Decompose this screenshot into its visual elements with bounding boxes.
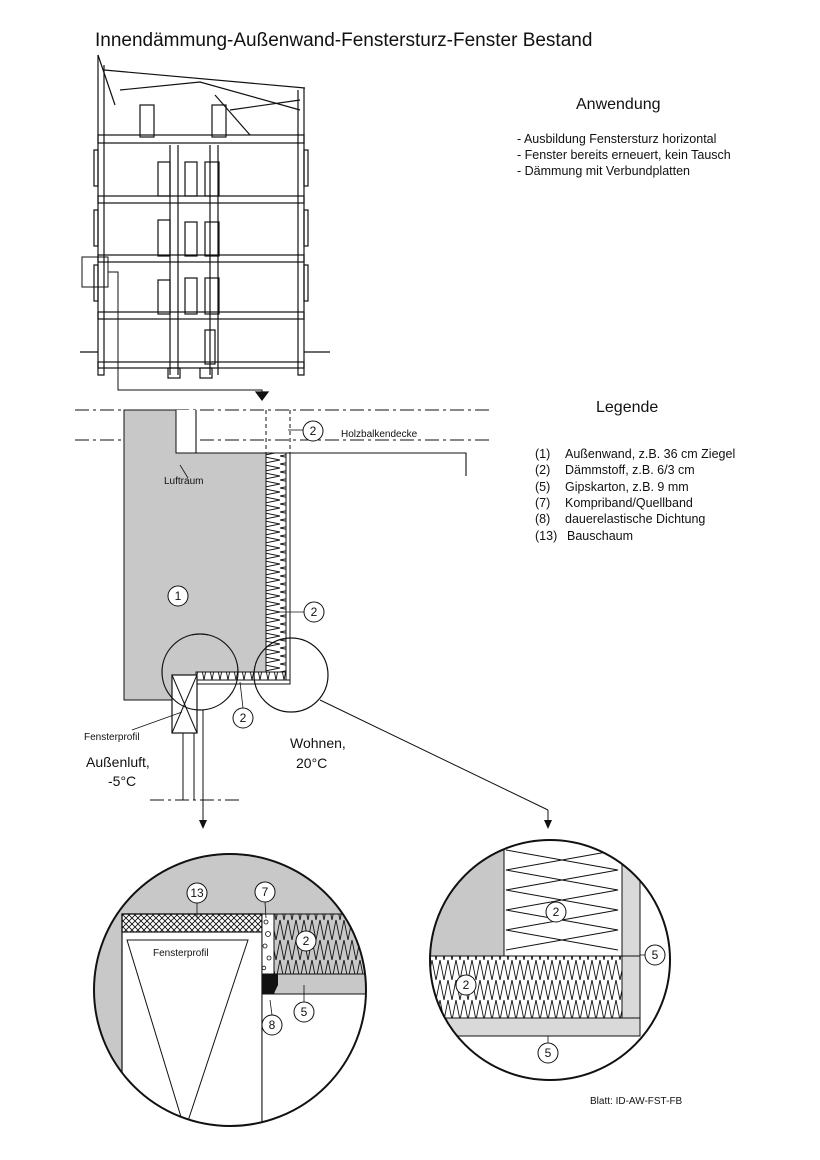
svg-text:5: 5 bbox=[545, 1046, 552, 1060]
legende-text-8: dauerelastische Dichtung bbox=[565, 512, 705, 526]
detail-circle-left bbox=[161, 633, 239, 711]
marker-13: 13 bbox=[186, 882, 208, 918]
insulation-lintel bbox=[195, 671, 287, 681]
svg-text:5: 5 bbox=[301, 1005, 308, 1019]
legende-text-13: Bauschaum bbox=[567, 529, 633, 543]
svg-text:2: 2 bbox=[463, 978, 470, 992]
label-fensterprofil: Fensterprofil bbox=[84, 732, 140, 743]
anwendung-block: Anwendung - Ausbildung Fenstersturz hori… bbox=[517, 96, 731, 178]
drawing-title: Innendämmung-Außenwand-Fenstersturz-Fens… bbox=[95, 30, 592, 51]
main-section bbox=[75, 409, 552, 829]
anwendung-item-3: - Dämmung mit Verbundplatten bbox=[517, 164, 690, 178]
detail-label-fensterprofil: Fensterprofil bbox=[153, 948, 209, 959]
svg-text:2: 2 bbox=[303, 934, 310, 948]
label-aussenluft-temp: -5°C bbox=[108, 773, 136, 789]
marker-2-detail-right-bottom: 2 bbox=[455, 974, 477, 996]
svg-text:13: 13 bbox=[190, 886, 204, 900]
svg-text:8: 8 bbox=[269, 1018, 276, 1032]
detail-circle-right bbox=[253, 637, 329, 713]
anwendung-item-2: - Fenster bereits erneuert, kein Tausch bbox=[517, 148, 731, 162]
legende-num-5: (5) bbox=[535, 480, 550, 494]
legende-num-1: (1) bbox=[535, 447, 550, 461]
svg-text:2: 2 bbox=[553, 905, 560, 919]
marker-2-detail-left: 2 bbox=[295, 930, 317, 952]
legende-num-2: (2) bbox=[535, 463, 550, 477]
marker-2-detail-right-top: 2 bbox=[545, 901, 567, 923]
anwendung-item-1: - Ausbildung Fenstersturz horizontal bbox=[517, 132, 716, 146]
svg-text:1: 1 bbox=[175, 589, 182, 603]
legende-text-2: Dämmstoff, z.B. 6/3 cm bbox=[565, 463, 695, 477]
svg-text:2: 2 bbox=[310, 424, 317, 438]
marker-2-lintel: 2 bbox=[232, 681, 254, 729]
legende-heading: Legende bbox=[596, 399, 658, 416]
legende-text-5: Gipskarton, z.B. 9 mm bbox=[565, 480, 689, 494]
label-holzbalkendecke: Holzbalkendecke bbox=[341, 429, 418, 440]
marker-7: 7 bbox=[254, 881, 276, 919]
marker-2-ceiling: 2 bbox=[288, 420, 324, 442]
marker-8: 8 bbox=[261, 999, 283, 1036]
legende-num-8: (8) bbox=[535, 512, 550, 526]
svg-text:2: 2 bbox=[311, 605, 318, 619]
detail-left: Fensterprofil 13 7 2 5 8 bbox=[93, 853, 367, 1127]
legende-num-13: (13) bbox=[535, 529, 557, 543]
legende-num-7: (7) bbox=[535, 496, 550, 510]
legende-text-1: Außenwand, z.B. 36 cm Ziegel bbox=[565, 447, 735, 461]
building-section bbox=[80, 54, 330, 401]
marker-5-detail-right-bottom: 5 bbox=[537, 1036, 559, 1064]
label-luftraum: Luftraum bbox=[164, 476, 203, 487]
detail-right: 2 2 5 5 bbox=[429, 839, 671, 1081]
marker-1-wall: 1 bbox=[167, 585, 189, 607]
sheet-id: Blatt: ID-AW-FST-FB bbox=[590, 1096, 683, 1107]
label-wohnen-temp: 20°C bbox=[296, 755, 327, 771]
legende-block: Legende (1) Außenwand, z.B. 36 cm Ziegel… bbox=[535, 399, 735, 543]
svg-text:2: 2 bbox=[240, 711, 247, 725]
label-wohnen: Wohnen, bbox=[290, 735, 346, 751]
marker-2-insulation: 2 bbox=[280, 601, 325, 623]
marker-5-detail-right-side: 5 bbox=[640, 944, 666, 966]
anwendung-heading: Anwendung bbox=[576, 96, 661, 113]
svg-text:5: 5 bbox=[652, 948, 659, 962]
marker-5-detail-left: 5 bbox=[293, 985, 315, 1023]
legende-text-7: Kompriband/Quellband bbox=[565, 496, 693, 510]
svg-text:7: 7 bbox=[262, 885, 269, 899]
label-aussenluft: Außenluft, bbox=[86, 754, 150, 770]
